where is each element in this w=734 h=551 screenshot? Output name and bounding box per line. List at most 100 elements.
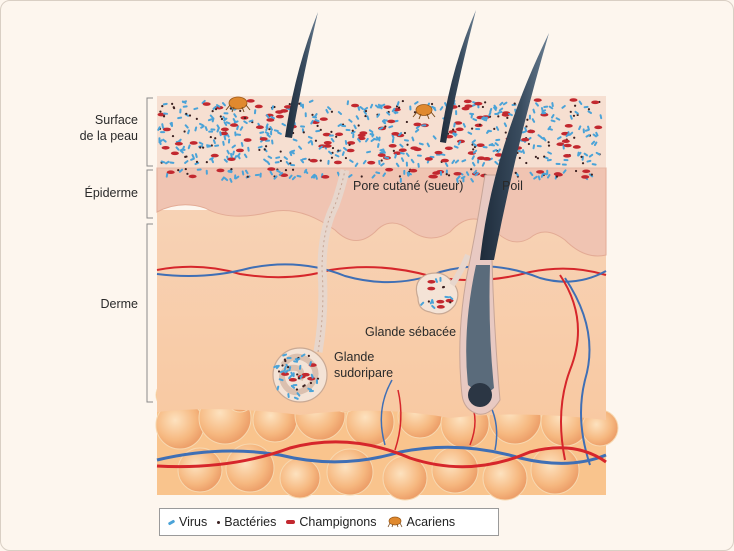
bacteria-icon bbox=[183, 130, 186, 133]
fat-cell bbox=[279, 457, 321, 499]
bacteria-icon bbox=[172, 106, 175, 109]
fungus-icon bbox=[383, 105, 392, 109]
virus-icon bbox=[184, 124, 189, 129]
virus-icon bbox=[223, 112, 229, 115]
virus-icon bbox=[234, 175, 240, 180]
virus-icon bbox=[269, 126, 273, 131]
virus-icon bbox=[348, 174, 353, 178]
virus-icon bbox=[378, 126, 384, 131]
bacteria-icon bbox=[380, 159, 383, 162]
bacteria-icon bbox=[307, 354, 310, 357]
virus-icon bbox=[275, 156, 281, 159]
bacteria-icon bbox=[186, 172, 189, 175]
fungus-icon bbox=[533, 98, 542, 102]
virus-icon bbox=[288, 374, 293, 380]
virus-icon bbox=[283, 156, 288, 161]
virus-icon bbox=[355, 115, 360, 120]
virus-icon bbox=[548, 105, 554, 110]
fungus-icon bbox=[410, 146, 419, 150]
virus-icon bbox=[194, 161, 200, 166]
virus-icon bbox=[369, 103, 374, 109]
bacteria-icon bbox=[239, 109, 242, 113]
virus-icon bbox=[273, 364, 279, 369]
virus-icon bbox=[498, 107, 504, 112]
virus-icon bbox=[563, 159, 569, 162]
virus-icon bbox=[232, 150, 235, 156]
virus-icon bbox=[264, 131, 270, 135]
virus-icon bbox=[196, 168, 202, 171]
virus-icon bbox=[300, 159, 305, 164]
legend-bacteries: Bactéries bbox=[217, 515, 276, 529]
virus-icon bbox=[405, 161, 408, 167]
bacteria-icon bbox=[574, 169, 578, 173]
virus-icon bbox=[555, 162, 561, 165]
virus-icon bbox=[499, 101, 504, 106]
bacteria-icon bbox=[348, 143, 351, 146]
legend-acariens: Acariens bbox=[387, 515, 455, 529]
virus-icon bbox=[271, 105, 275, 111]
virus-icon bbox=[269, 170, 273, 176]
virus-icon bbox=[243, 153, 248, 159]
virus-icon bbox=[550, 119, 556, 123]
virus-icon bbox=[399, 151, 405, 155]
bacteria-icon bbox=[195, 117, 198, 120]
fungus-icon bbox=[454, 121, 463, 125]
virus-icon bbox=[179, 108, 182, 114]
virus-icon bbox=[191, 154, 195, 159]
virus-icon bbox=[451, 159, 456, 165]
virus-icon bbox=[337, 123, 343, 127]
fungus-icon bbox=[521, 137, 530, 142]
bacteria-icon bbox=[405, 120, 408, 124]
virus-icon bbox=[284, 369, 289, 374]
virus-icon bbox=[162, 138, 167, 143]
lower-blood-vessels bbox=[156, 379, 607, 469]
bacteria-icon bbox=[392, 149, 395, 152]
fungus-icon bbox=[563, 143, 572, 148]
fungus-icon bbox=[309, 158, 318, 163]
fungus-icon bbox=[174, 141, 183, 146]
virus-icon bbox=[162, 102, 168, 106]
virus-icon bbox=[431, 298, 435, 304]
virus-icon bbox=[382, 172, 387, 177]
virus-icon bbox=[206, 145, 212, 148]
virus-icon bbox=[221, 102, 226, 107]
virus-icon bbox=[344, 139, 348, 145]
virus-icon bbox=[439, 106, 444, 111]
virus-icon bbox=[449, 296, 454, 300]
virus-icon bbox=[233, 120, 239, 124]
virus-icon bbox=[472, 143, 478, 147]
virus-icon bbox=[259, 131, 265, 134]
virus-icon bbox=[290, 384, 296, 389]
virus-icon bbox=[273, 175, 278, 180]
fungus-icon bbox=[385, 167, 394, 172]
label-surface-line1: Surface bbox=[95, 113, 138, 127]
virus-icon bbox=[378, 159, 381, 165]
fungus-icon bbox=[346, 148, 355, 153]
bacteria-icon bbox=[330, 130, 333, 134]
bacteria-icon bbox=[344, 156, 348, 160]
virus-icon bbox=[577, 151, 580, 157]
virus-icon bbox=[587, 110, 592, 115]
virus-icon bbox=[365, 137, 369, 143]
virus-icon bbox=[366, 150, 372, 154]
bacteria-icon bbox=[177, 169, 180, 172]
fungus-icon bbox=[254, 104, 263, 109]
fungus-icon bbox=[424, 157, 433, 161]
virus-icon bbox=[161, 123, 164, 129]
virus-icon bbox=[301, 157, 307, 161]
virus-icon bbox=[531, 118, 536, 123]
fungus-icon bbox=[527, 129, 536, 134]
virus-icon bbox=[298, 145, 303, 150]
virus-icon bbox=[167, 518, 176, 526]
bacteria-icon bbox=[214, 137, 217, 140]
fungus-icon bbox=[387, 119, 396, 124]
virus-icon bbox=[253, 109, 257, 115]
bacteria-icon bbox=[286, 366, 290, 369]
virus-icon bbox=[378, 136, 381, 142]
virus-icon bbox=[348, 118, 353, 123]
layer-brackets bbox=[146, 97, 153, 403]
virus-icon bbox=[194, 153, 198, 158]
bacteria-icon bbox=[543, 155, 546, 158]
virus-icon bbox=[337, 111, 343, 115]
fungus-icon bbox=[581, 175, 590, 179]
